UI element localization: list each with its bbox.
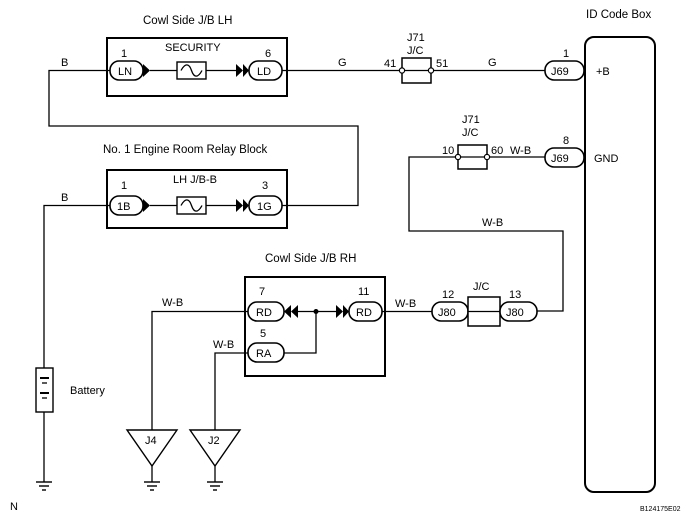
wire-wb-gnd: W-B [510,145,531,157]
connector-j80-left: 12 J80 [431,289,469,322]
connector-j69-top: 1 J69 [544,48,585,81]
cowl-side-jb-rh: Cowl Side J/B RH 7 RD 11 RD 5 RA [244,253,386,377]
ground-j2: J2 [188,429,242,491]
pin-j69-top: 1 [563,48,569,60]
id-code-box-title: ID Code Box [586,9,651,21]
wire-g-left: G [338,57,347,69]
connector-j80-left-label: J80 [438,307,456,319]
cowl-rh-title: Cowl Side J/B RH [265,253,356,265]
jc-junction-bottom: J/C [467,281,501,327]
j71-junction-mid: J71 J/C 10 60 [442,114,503,170]
lh-jbb-fuse-element-icon [180,199,203,212]
connector-rd-right: 11 RD [336,286,383,322]
id-code-box: ID Code Box +B GND [584,9,656,493]
connector-ra: 5 RA [247,328,285,363]
ground-j2-icon [207,481,223,491]
pin-1g: 3 [262,180,268,192]
connector-j80-right: 13 J80 [499,289,538,322]
wire-wb-j4: W-B [162,297,183,309]
footer-north-label: N [10,501,18,513]
ground-j2-label: J2 [208,435,220,447]
cowl-side-jb-lh: Cowl Side J/B LH SECURITY 1 LN 6 LD [106,15,288,97]
connector-ln-label: LN [118,66,132,78]
connector-ln: 1 LN [109,48,150,81]
j71-mid-type: J/C [462,127,479,139]
battery-label: Battery [70,385,105,397]
engine-room-relay-block: No. 1 Engine Room Relay Block LH J/B-B 1… [103,144,288,229]
plus-b-terminal-label: +B [596,66,610,78]
pin-j69-mid: 8 [563,135,569,147]
wire-wb-j2: W-B [213,339,234,351]
ground-j4-icon [144,481,160,491]
j71-mid-name: J71 [462,114,480,126]
connector-1g-label: 1G [257,201,272,213]
pin-j71-51: 51 [436,58,448,70]
jc-bottom-type: J/C [473,281,490,293]
pin-1b: 1 [121,180,127,192]
pin-j71b-60: 60 [491,145,503,157]
connector-1b-label: 1B [117,201,130,213]
connector-j69-mid: 8 J69 [544,135,585,168]
connector-rd-left: 7 RD [247,286,298,322]
pin-rd-right: 11 [358,286,369,298]
wire-b-top: B [61,57,68,69]
wire-wb-long: W-B [482,217,503,229]
ground-j4: J4 [125,429,179,491]
cowl-lh-title: Cowl Side J/B LH [143,15,232,27]
j71-junction-top: J71 J/C 41 51 [384,32,448,84]
lh-jbb-label: LH J/B-B [173,174,217,186]
security-label: SECURITY [165,42,221,54]
security-fuse-element-icon [180,64,203,77]
pin-j71-41: 41 [384,58,396,70]
pin-j80-left: 12 [442,289,454,301]
j71-top-type: J/C [407,45,424,57]
pin-j71b-10: 10 [442,145,454,157]
pin-ld: 6 [265,48,271,60]
figure-code: B124175E02 [640,506,681,513]
ground-j4-label: J4 [145,435,157,447]
connector-j69-top-label: J69 [551,66,569,78]
connector-ld-label: LD [257,66,271,78]
connector-rd-right-label: RD [356,307,372,319]
pin-rd-left: 7 [259,286,265,298]
connector-1g: 3 1G [236,180,283,216]
wire-b-mid: B [61,192,68,204]
pin-ra: 5 [260,328,266,340]
wire-g-right: G [488,57,497,69]
j71-top-name: J71 [407,32,425,44]
connector-j80-right-label: J80 [506,307,524,319]
connector-1b: 1 1B [109,180,150,216]
connector-rd-left-label: RD [256,307,272,319]
pin-j80-right: 13 [509,289,521,301]
battery-ground-icon [36,481,52,491]
gnd-terminal-label: GND [594,153,619,165]
battery-icon [35,367,54,413]
connector-ra-label: RA [256,348,272,360]
pin-ln: 1 [121,48,127,60]
engine-relay-title: No. 1 Engine Room Relay Block [103,144,268,156]
wire-wb-rd: W-B [395,298,416,310]
connector-j69-mid-label: J69 [551,153,569,165]
